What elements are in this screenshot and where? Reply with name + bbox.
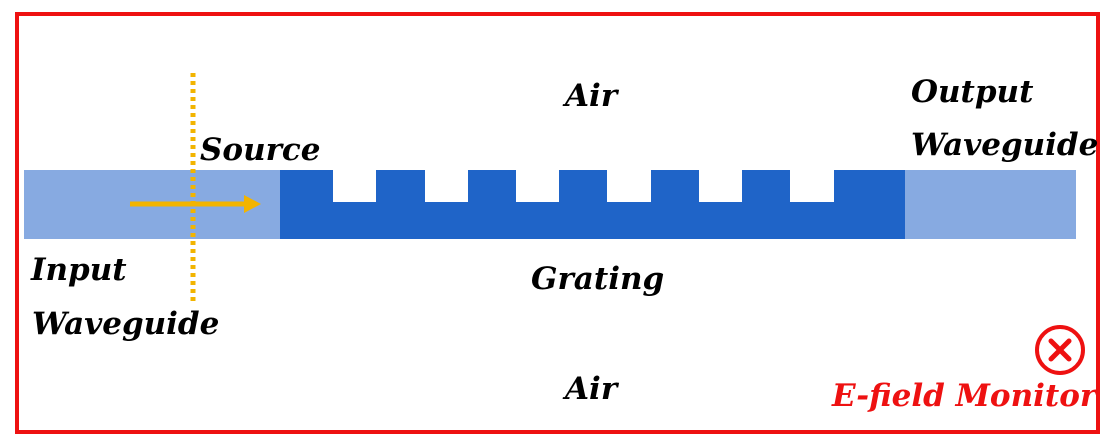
grating-base — [280, 202, 905, 239]
simulation-region-border — [15, 12, 1100, 434]
air-bottom-label: Air — [565, 371, 618, 407]
e-field-monitor-label: E-field Monitor — [832, 378, 1097, 414]
grating-tooth — [651, 170, 699, 202]
grating-tooth — [834, 170, 905, 202]
grating — [280, 170, 905, 239]
circled-x-icon — [1035, 325, 1085, 375]
air-top-label: Air — [565, 78, 618, 114]
grating-tooth — [468, 170, 516, 202]
output-waveguide-label-line1: Output — [911, 74, 1034, 110]
source-label: Source — [200, 132, 321, 168]
input-waveguide-label-line2: Waveguide — [32, 306, 220, 342]
output-waveguide-label-line2: Waveguide — [911, 127, 1099, 163]
output-waveguide — [904, 170, 1076, 239]
grating-tooth — [742, 170, 790, 202]
grating-label: Grating — [531, 261, 665, 297]
grating-tooth — [559, 170, 607, 202]
arrow-right-icon — [130, 195, 261, 213]
input-waveguide-label-line1: Input — [31, 252, 127, 288]
grating-tooth — [376, 170, 425, 202]
grating-tooth — [280, 170, 333, 202]
